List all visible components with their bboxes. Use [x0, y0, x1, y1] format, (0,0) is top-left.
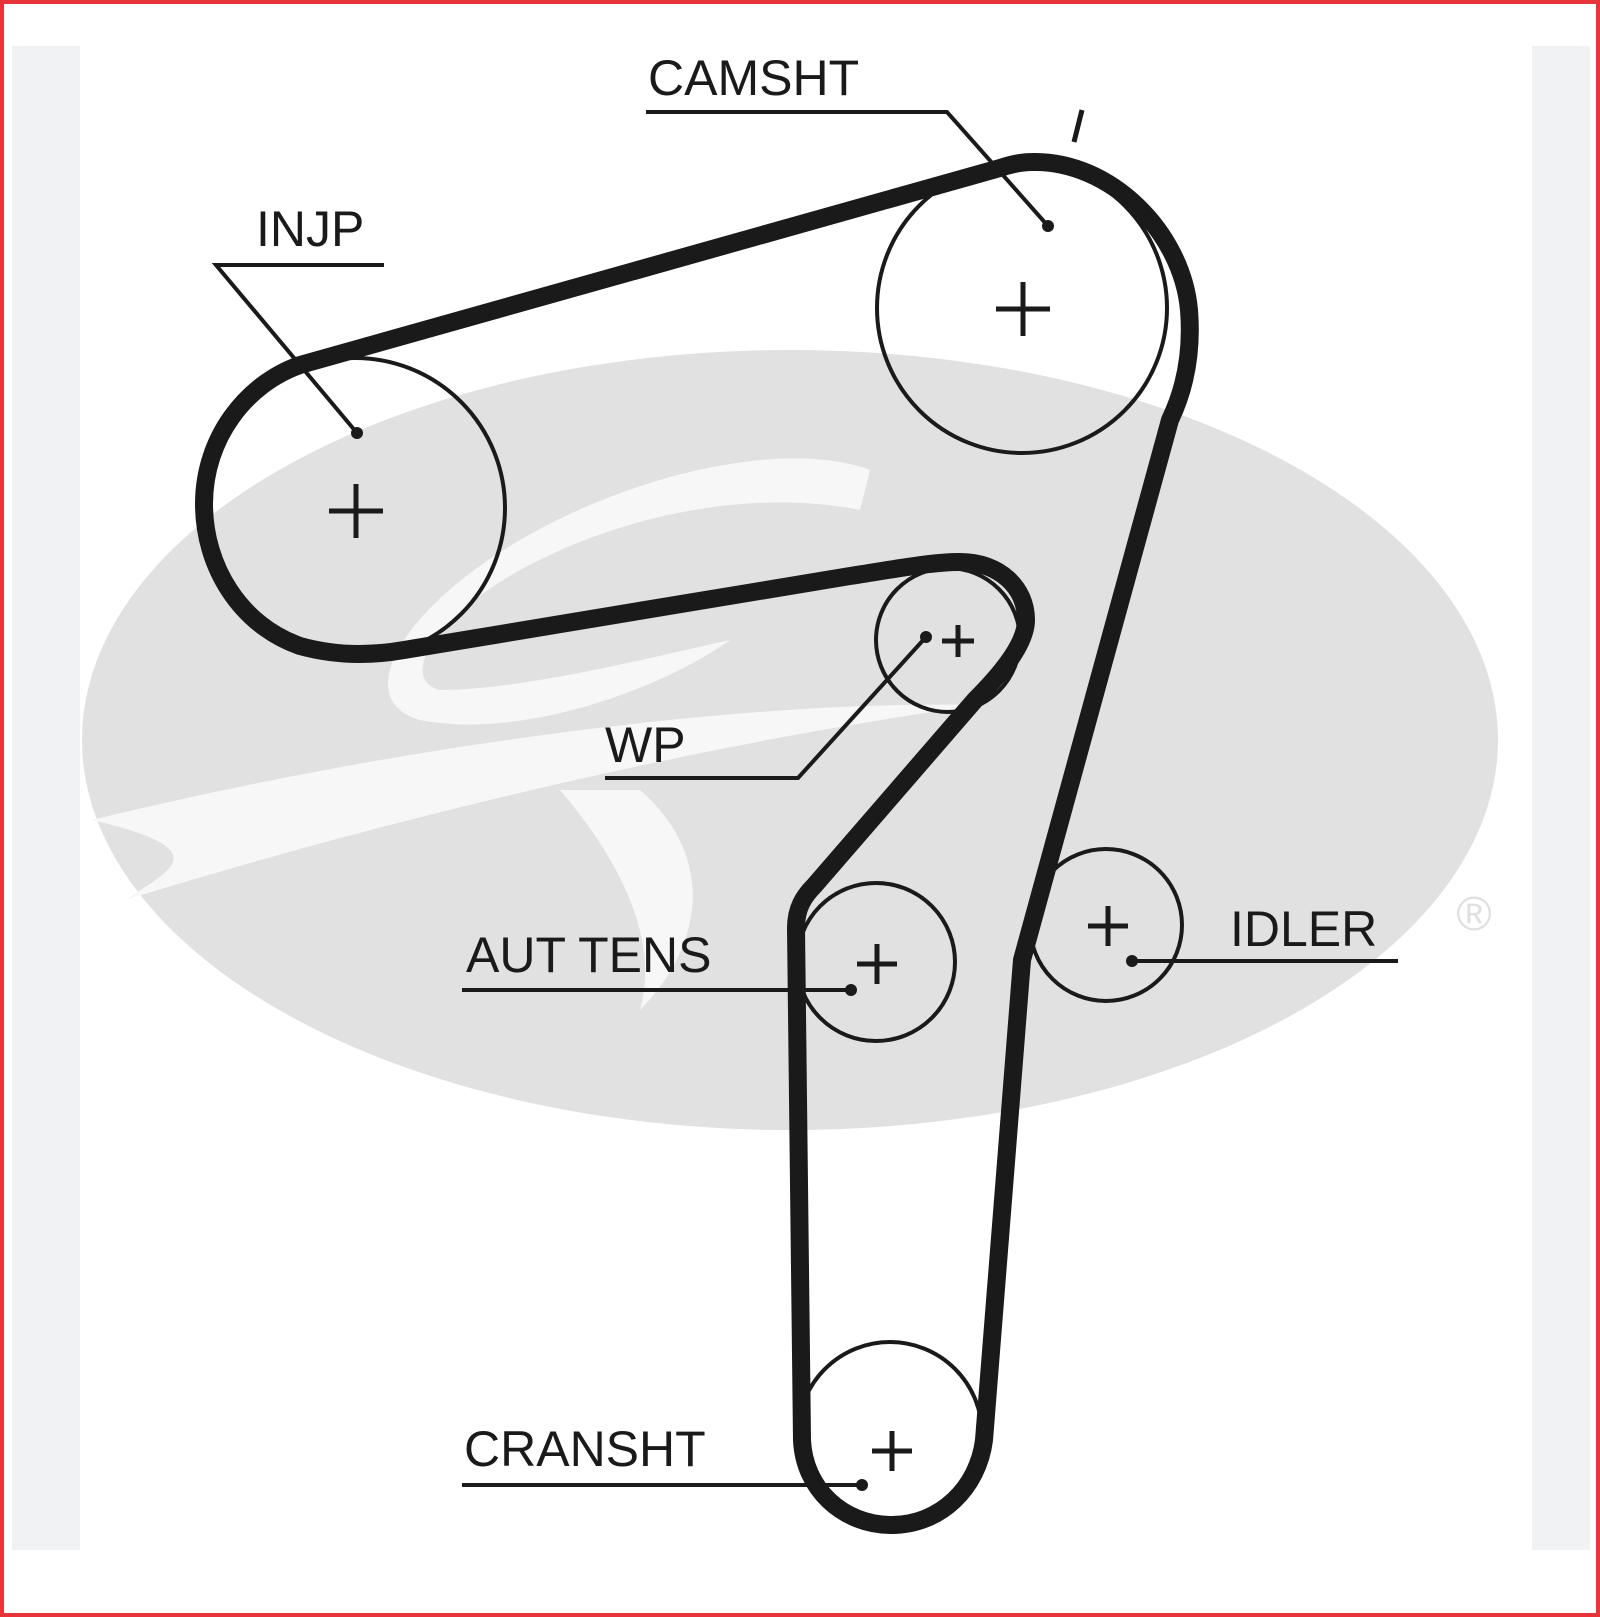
camshaft-timing-mark [1071, 109, 1085, 143]
left-side-strip [12, 46, 80, 1550]
label-auto-tensioner: AUT TENS [466, 927, 711, 983]
water-pump-leader [605, 635, 928, 780]
watermark-letter-g [388, 458, 870, 725]
water-pump-leader-dot [920, 631, 932, 643]
label-camshaft: CAMSHT [648, 50, 859, 106]
registered-mark: ® [1456, 888, 1491, 941]
water-pump-centre-cross [942, 625, 974, 657]
injection-pump-leader-dot [351, 427, 363, 439]
timing-belt [195, 152, 1199, 1534]
auto-tensioner-centre-cross [857, 944, 897, 984]
label-injection-pump: INJP [256, 201, 364, 257]
crankshaft-centre-cross [872, 1431, 912, 1471]
watermark-letter-tail [560, 790, 693, 1010]
label-idler: IDLER [1230, 901, 1377, 957]
idler-leader-dot [1126, 955, 1138, 967]
idler-centre-cross [1088, 906, 1128, 946]
labels: CAMSHT INJP WP AUT TENS IDLER CRANSHT [256, 50, 1377, 1477]
right-side-strip [1532, 46, 1590, 1550]
camshaft-leader-dot [1042, 220, 1054, 232]
camshaft-centre-cross [996, 282, 1050, 336]
injection-pump-centre-cross [329, 484, 383, 538]
crankshaft-leader-dot [856, 1479, 868, 1491]
label-crankshaft: CRANSHT [464, 1421, 706, 1477]
leader-lines [211, 110, 1398, 1491]
watermark-swoosh [92, 704, 980, 900]
camshaft-leader [646, 110, 1050, 228]
pulley-centre-marks [329, 282, 1128, 1471]
injection-pump-leader [211, 263, 384, 435]
label-water-pump: WP [605, 717, 686, 773]
auto-tensioner-leader-dot [845, 984, 857, 996]
